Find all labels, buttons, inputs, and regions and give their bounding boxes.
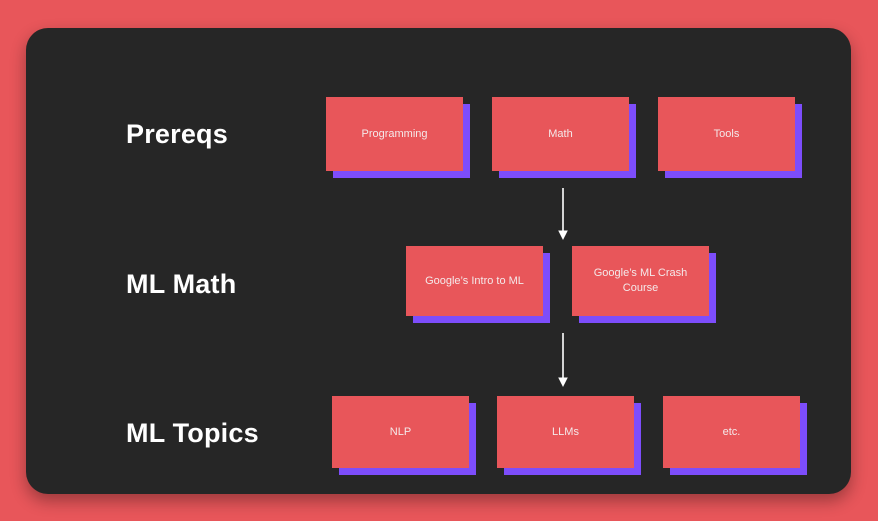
card-label: etc. xyxy=(722,425,741,438)
arrow-down-icon-prereqs-to-mlmath xyxy=(550,188,576,240)
card-googles-intro-to-ml[interactable]: Google’s Intro to ML xyxy=(406,246,543,316)
card-etc[interactable]: etc. xyxy=(663,396,800,468)
card-googles-ml-crash-course[interactable]: Google’s ML Crash Course xyxy=(572,246,709,316)
card-label: Tools xyxy=(713,127,740,140)
card-label: Google’s ML Crash Course xyxy=(593,267,688,294)
card-label: Math xyxy=(548,127,573,140)
card-programming[interactable]: Programming xyxy=(326,97,463,171)
row-label-prereqs: Prereqs xyxy=(126,119,228,149)
card-label: LLMs xyxy=(552,425,579,438)
card-label: NLP xyxy=(389,425,412,438)
card-math[interactable]: Math xyxy=(492,97,629,171)
row-label-ml-topics: ML Topics xyxy=(126,418,259,448)
diagram-panel: Prereqs Programming Math Tools ML Math G… xyxy=(26,28,851,494)
card-nlp[interactable]: NLP xyxy=(332,396,469,468)
row-label-ml-math: ML Math xyxy=(126,269,237,299)
card-tools[interactable]: Tools xyxy=(658,97,795,171)
card-label: Google’s Intro to ML xyxy=(425,274,524,287)
card-label: Programming xyxy=(361,127,428,140)
arrow-down-icon-mlmath-to-mltopics xyxy=(550,333,576,387)
card-llms[interactable]: LLMs xyxy=(497,396,634,468)
